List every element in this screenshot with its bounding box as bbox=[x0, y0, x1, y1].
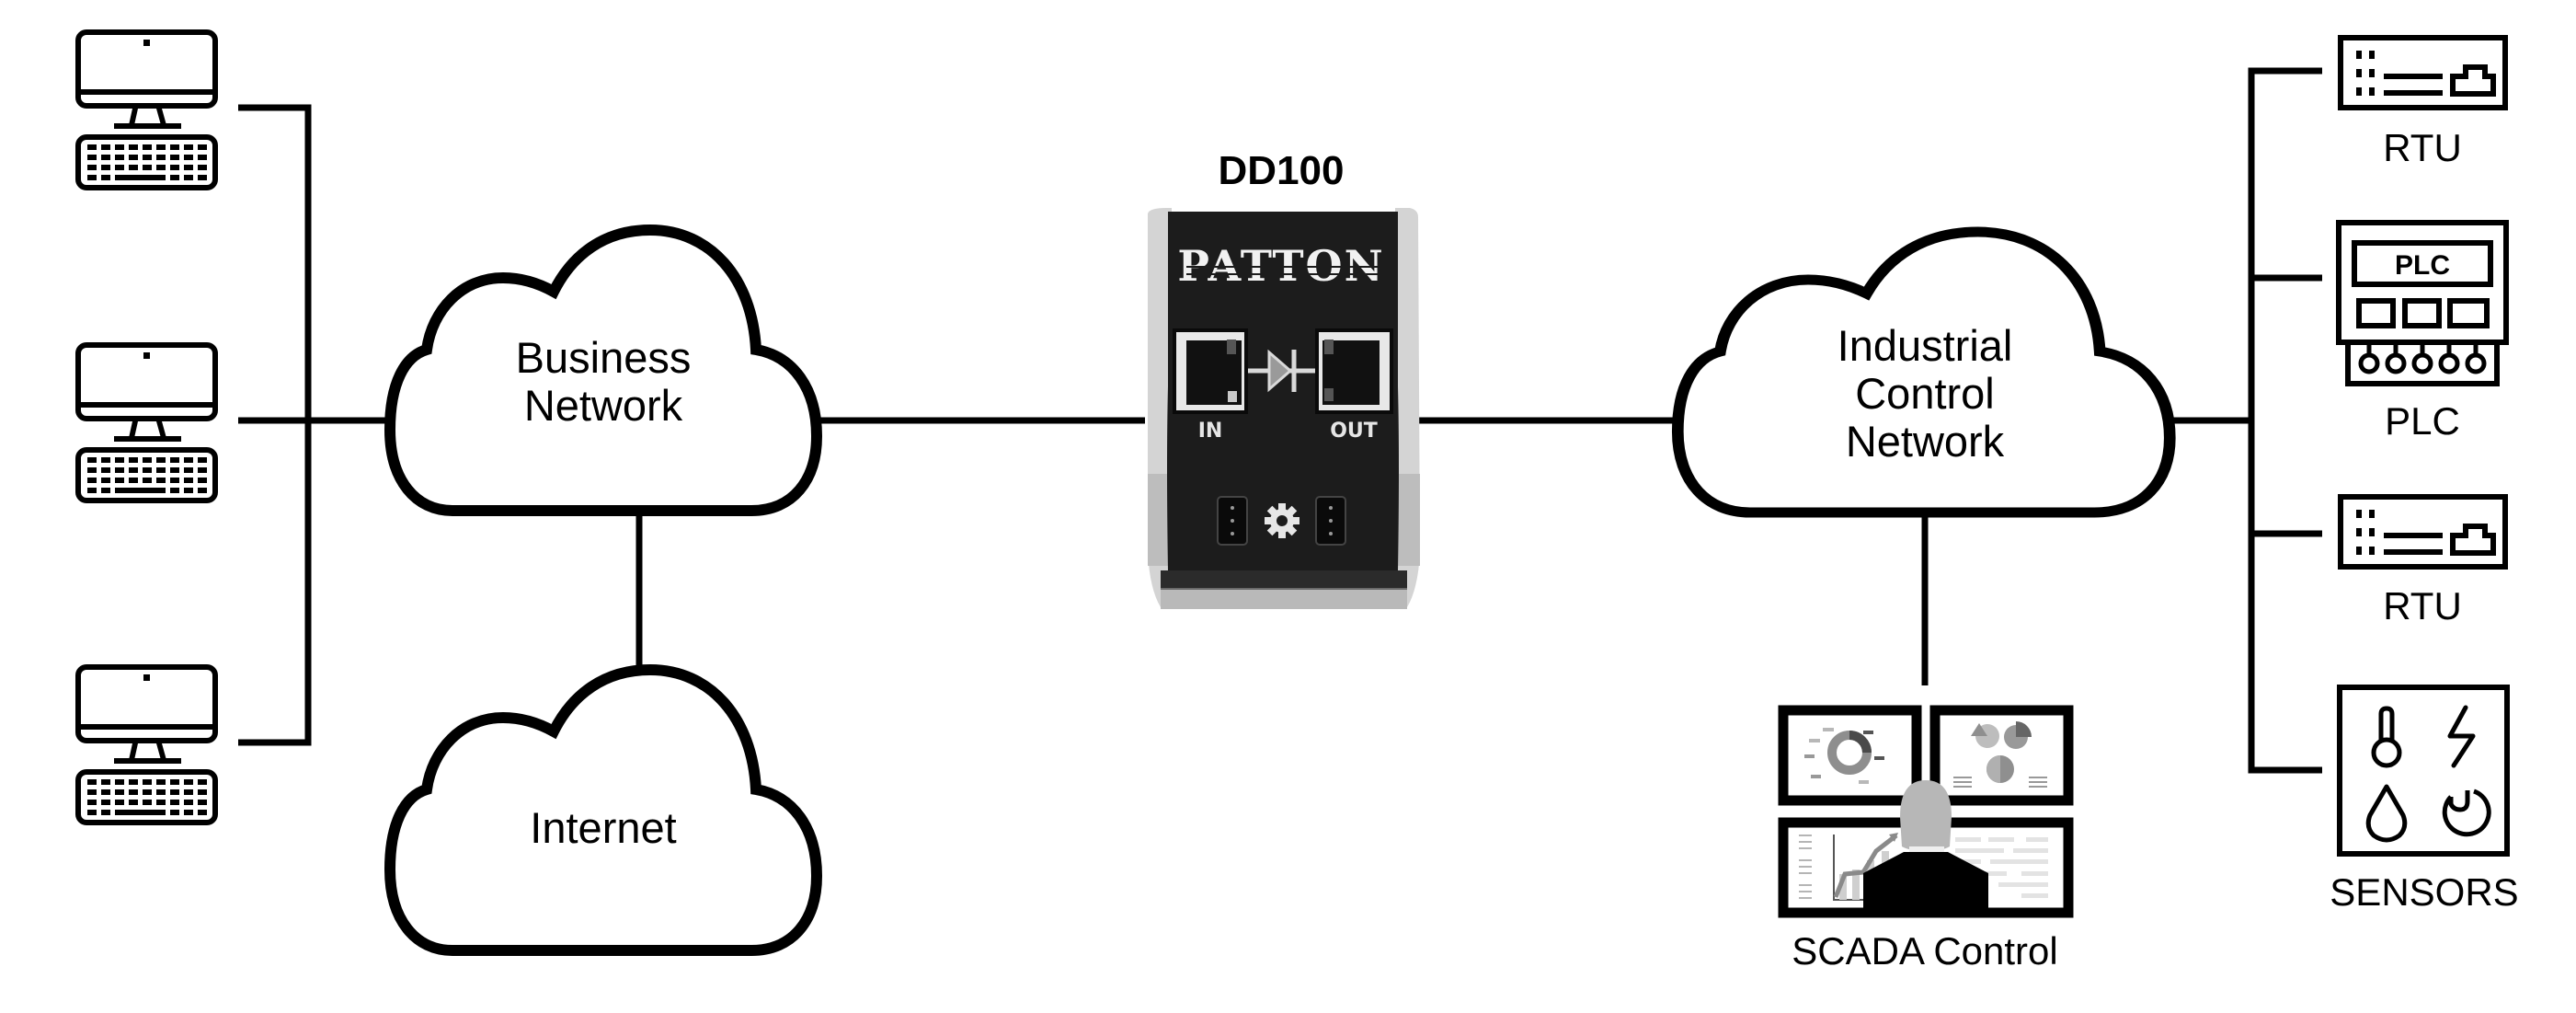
plc-label: PLC bbox=[2385, 399, 2460, 443]
operator-silhouette bbox=[1863, 780, 1988, 908]
dd100-data-diode-device: PATTON IN OUT bbox=[1148, 208, 1420, 609]
field-bus-line bbox=[2248, 67, 2322, 774]
power-connector-right bbox=[1315, 496, 1346, 546]
cloud-label-line1: Business bbox=[516, 333, 692, 382]
industrial-cloud-labels: Industrial Control Network bbox=[1838, 321, 2013, 466]
rtu-2: RTU bbox=[2341, 497, 2505, 627]
cloud-label-line1: Internet bbox=[530, 803, 676, 852]
desktop-computer-icon bbox=[78, 667, 215, 823]
thermometer-icon bbox=[2371, 706, 2402, 768]
workstation-1 bbox=[78, 32, 215, 188]
sensors-label: SENSORS bbox=[2330, 870, 2518, 914]
desktop-computer-icon bbox=[78, 345, 215, 501]
workstation-2 bbox=[78, 345, 215, 501]
plc-icon: PLC bbox=[2336, 220, 2509, 386]
business-network-cloud: Business Network bbox=[390, 230, 817, 511]
cloud-label-line2: Control bbox=[1855, 369, 1995, 418]
plc-display-label: PLC bbox=[2395, 250, 2450, 281]
brand-logo-stripes bbox=[1186, 266, 1380, 275]
pie-charts-icon bbox=[1953, 721, 2047, 788]
connection-lines bbox=[238, 67, 2322, 774]
cloud-label-line3: Network bbox=[1846, 417, 2005, 466]
flame-icon bbox=[2442, 789, 2491, 837]
rtu-1: RTU bbox=[2341, 38, 2505, 169]
power-connector-left bbox=[1217, 496, 1248, 546]
scada-label: SCADA Control bbox=[1792, 929, 2057, 973]
scada-operator-icon bbox=[1778, 705, 2074, 918]
sensors-icon bbox=[2337, 685, 2510, 857]
out-port-label: OUT bbox=[1330, 420, 1378, 443]
out-port[interactable] bbox=[1315, 328, 1393, 414]
internet-cloud: Internet bbox=[390, 670, 817, 950]
gear-icon bbox=[1265, 503, 1299, 538]
workstation-3 bbox=[78, 667, 215, 823]
rtu-icon bbox=[2341, 497, 2505, 567]
rtu-1-label: RTU bbox=[2383, 126, 2462, 169]
desktop-computer-icon bbox=[78, 32, 215, 188]
rtu-icon bbox=[2341, 38, 2505, 108]
sensors: SENSORS bbox=[2330, 685, 2519, 914]
rtu-2-label: RTU bbox=[2383, 584, 2462, 627]
in-port[interactable] bbox=[1173, 328, 1248, 414]
cloud-label-line2: Network bbox=[524, 381, 683, 430]
plc: PLC PLC bbox=[2336, 220, 2509, 443]
in-port-label: IN bbox=[1198, 420, 1223, 443]
donut-chart-icon bbox=[1804, 728, 1884, 784]
diode-icon bbox=[1248, 349, 1315, 393]
lightning-icon bbox=[2447, 705, 2476, 768]
water-drop-icon bbox=[2365, 784, 2408, 843]
cloud-label-line1: Industrial bbox=[1838, 321, 2013, 370]
device-title: DD100 bbox=[1219, 148, 1345, 193]
workstation-bus-line bbox=[238, 104, 312, 746]
